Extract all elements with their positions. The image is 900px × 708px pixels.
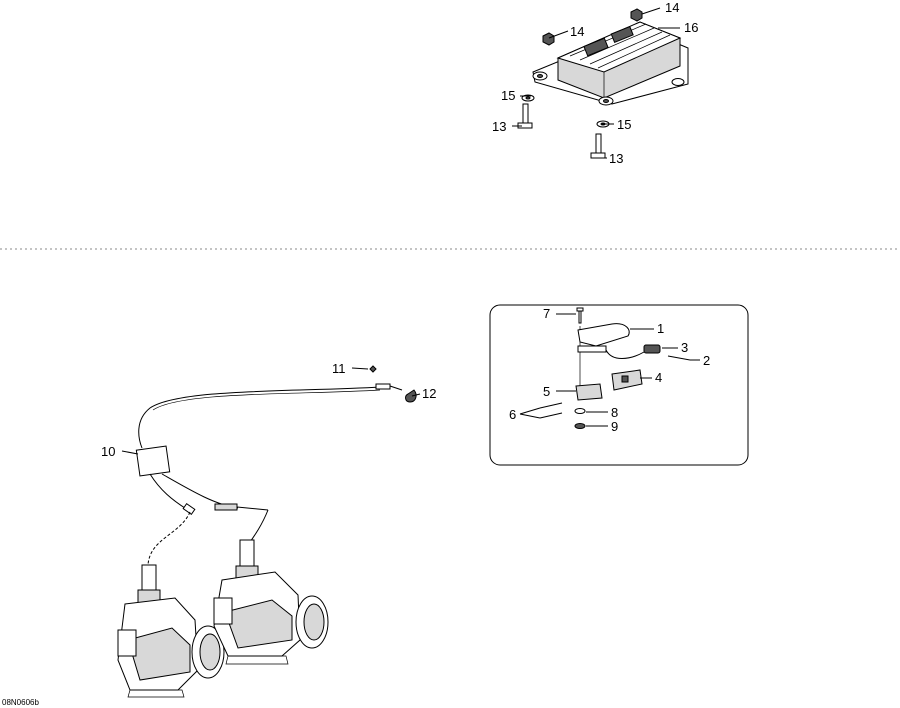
inset-frame xyxy=(489,304,749,466)
callout-9: 9 xyxy=(611,419,618,434)
throttle-cable-assembly xyxy=(135,383,403,566)
callout-13: 13 xyxy=(609,151,623,166)
callout-2: 2 xyxy=(703,353,710,368)
drawing-reference: 08N0606b xyxy=(2,698,39,707)
callout-5: 5 xyxy=(543,384,550,399)
callout-4: 4 xyxy=(655,370,662,385)
callout-14: 14 xyxy=(665,0,679,15)
callout-12: 12 xyxy=(422,386,436,401)
nut-14-left xyxy=(542,32,555,46)
leader-lines-inset xyxy=(519,313,700,427)
callout-14: 14 xyxy=(570,24,584,39)
carburetor-left xyxy=(117,564,225,698)
callout-11: 11 xyxy=(332,361,346,376)
callout-7: 7 xyxy=(543,306,550,321)
callout-10: 10 xyxy=(101,444,115,459)
callout-6: 6 xyxy=(509,407,516,422)
ecu-module-assembly xyxy=(532,21,689,106)
cap-12 xyxy=(405,389,417,403)
leader-lines-left xyxy=(121,367,421,455)
screw-11 xyxy=(369,365,377,373)
carburetor-right xyxy=(213,539,329,665)
callout-15: 15 xyxy=(501,88,515,103)
bolt-13-right xyxy=(590,133,606,159)
callout-16: 16 xyxy=(684,20,698,35)
bolt-13-left xyxy=(517,103,533,129)
callout-3: 3 xyxy=(681,340,688,355)
callout-8: 8 xyxy=(611,405,618,420)
callout-13: 13 xyxy=(492,119,506,134)
callout-1: 1 xyxy=(657,321,664,336)
callout-15: 15 xyxy=(617,117,631,132)
nut-14-right xyxy=(630,8,643,22)
leader-lines-top xyxy=(512,7,680,159)
sensor-bracket-assembly xyxy=(539,307,691,429)
